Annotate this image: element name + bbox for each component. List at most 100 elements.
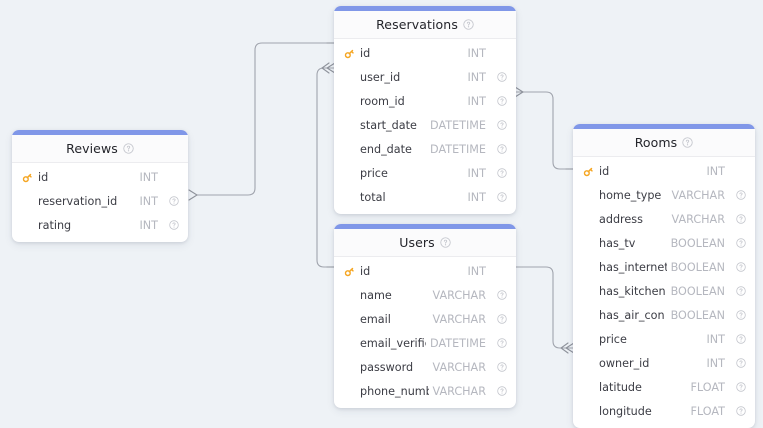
- column-info-button[interactable]: [486, 192, 507, 202]
- column-type: FLOAT: [686, 404, 725, 418]
- column-type: INT: [135, 170, 158, 184]
- help-circle-icon: [497, 144, 507, 154]
- column-name: reservation_id: [38, 194, 118, 208]
- column-info-button[interactable]: [725, 382, 746, 392]
- primary-key-icon: [22, 173, 32, 182]
- column-type: INT: [702, 332, 725, 346]
- column-row[interactable]: latitude FLOAT: [573, 375, 755, 399]
- column-row[interactable]: user_id INT: [334, 65, 516, 89]
- column-info-button[interactable]: [725, 286, 746, 296]
- column-name: user_id: [360, 70, 401, 84]
- help-circle-icon: [736, 310, 746, 320]
- column-key-slot: [344, 266, 358, 277]
- column-name: id: [38, 170, 49, 184]
- column-info-button[interactable]: [158, 220, 179, 230]
- column-name: id: [360, 46, 371, 60]
- column-info-button[interactable]: [486, 362, 507, 372]
- help-circle-icon: [463, 19, 474, 30]
- column-info-button[interactable]: [725, 262, 746, 272]
- column-info-button[interactable]: [486, 386, 507, 396]
- column-row[interactable]: phone_numberVARCHAR: [334, 379, 516, 403]
- column-type: DATETIME: [426, 142, 486, 156]
- column-type: VARCHAR: [428, 288, 486, 302]
- column-name: has_internet: [599, 260, 667, 274]
- column-info-button[interactable]: [486, 314, 507, 324]
- column-info-button[interactable]: [725, 214, 746, 224]
- column-info-button[interactable]: [725, 358, 746, 368]
- column-info-button[interactable]: [486, 338, 507, 348]
- column-type: BOOLEAN: [666, 284, 725, 298]
- column-info-button[interactable]: [486, 120, 507, 130]
- column-info-button[interactable]: [725, 190, 746, 200]
- column-type: FLOAT: [686, 380, 725, 394]
- help-circle-icon: [440, 237, 451, 248]
- edge-marker-reviews: [188, 189, 199, 201]
- table-header[interactable]: Users: [334, 229, 516, 257]
- column-info-button[interactable]: [725, 334, 746, 344]
- column-info-button[interactable]: [486, 72, 507, 82]
- column-type: INT: [463, 70, 486, 84]
- column-info-button[interactable]: [486, 290, 507, 300]
- column-type: VARCHAR: [667, 188, 725, 202]
- help-circle-icon: [736, 262, 746, 272]
- edge-users-id-to-reservations-user-id: [316, 67, 334, 268]
- column-row[interactable]: home_type VARCHAR: [573, 183, 755, 207]
- column-name: latitude: [599, 380, 642, 394]
- column-type: VARCHAR: [667, 212, 725, 226]
- help-circle-icon: [497, 290, 507, 300]
- column-name: home_type: [599, 188, 662, 202]
- column-info-button[interactable]: [486, 96, 507, 106]
- help-circle-icon: [169, 196, 179, 206]
- column-info-button[interactable]: [158, 196, 179, 206]
- table-accent-bar: [12, 130, 188, 135]
- column-info-button[interactable]: [486, 144, 507, 154]
- column-info-button[interactable]: [725, 238, 746, 248]
- table-header[interactable]: Reviews: [12, 135, 188, 163]
- column-type: BOOLEAN: [666, 236, 725, 250]
- column-row[interactable]: email_verified_atDATETIME: [334, 331, 516, 355]
- column-row[interactable]: id INT: [12, 165, 188, 189]
- column-name: rating: [38, 218, 72, 232]
- help-circle-icon: [497, 362, 507, 372]
- table-header[interactable]: Reservations: [334, 11, 516, 39]
- help-circle-icon: [497, 96, 507, 106]
- column-name: has_kitchen: [599, 284, 666, 298]
- column-info-button[interactable]: [725, 406, 746, 416]
- column-name: id: [360, 264, 371, 278]
- table-title: Reviews: [66, 141, 118, 156]
- column-name: start_date: [360, 118, 417, 132]
- table-header[interactable]: Rooms: [573, 129, 755, 157]
- column-info-button[interactable]: [486, 168, 507, 178]
- column-type: VARCHAR: [428, 360, 486, 374]
- column-name: email_verified_at: [360, 336, 426, 350]
- help-circle-icon: [736, 190, 746, 200]
- column-info-button[interactable]: [725, 310, 746, 320]
